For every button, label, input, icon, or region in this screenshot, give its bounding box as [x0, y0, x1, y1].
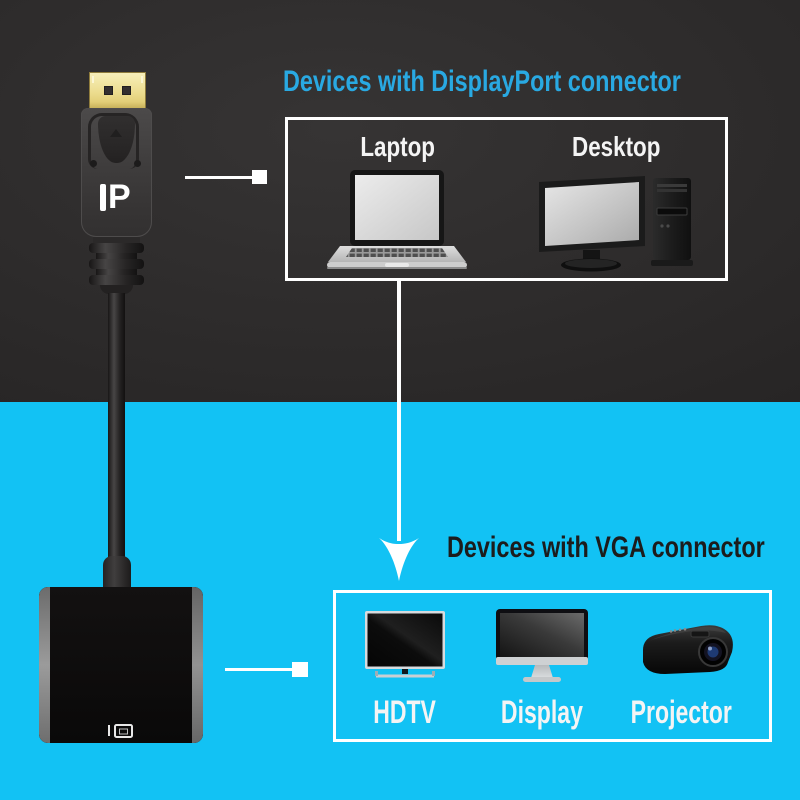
strain-relief-rib [89, 275, 144, 285]
strain-relief-rib [100, 285, 133, 294]
pointer-line-vga [225, 668, 292, 671]
down-arrow-icon [379, 538, 419, 581]
pointer-line-displayport [185, 176, 252, 179]
display-label: Display [500, 694, 583, 730]
displayport-devices-box: Laptop [285, 117, 728, 281]
latch-pin [134, 160, 141, 167]
laptop-icon [327, 170, 468, 269]
strain-relief-rib [89, 243, 144, 253]
device-laptop: Laptop [288, 120, 507, 278]
latch-wire [88, 113, 139, 169]
cable-wire [108, 293, 125, 559]
hdtv-icon [364, 611, 445, 678]
plug-notch [92, 76, 94, 83]
displayport-logo: P [100, 180, 136, 214]
plug-pin-hole [122, 86, 131, 95]
displayport-plug-body: P [81, 108, 152, 237]
desktop-icon [538, 176, 693, 272]
latch-arrow-marker [110, 129, 122, 137]
flow-connector-line [397, 280, 401, 541]
monitor-glyph-icon [108, 724, 133, 738]
strain-relief-rib [96, 253, 137, 259]
pointer-square-displayport [252, 170, 267, 184]
projector-icon [642, 625, 733, 674]
strain-relief-rib [96, 269, 137, 275]
display-icon [495, 609, 588, 682]
device-desktop: Desktop [507, 120, 726, 278]
cable-boot [103, 556, 131, 590]
latch-pin [90, 160, 97, 167]
hdtv-label: HDTV [373, 694, 436, 730]
displayport-plug-gold-tip [89, 72, 146, 110]
strain-relief-rib [89, 259, 144, 269]
vga-adapter-body [39, 587, 203, 743]
displayport-logo-letter: P [108, 177, 131, 216]
vga-adapter-edge [39, 587, 50, 743]
pointer-square-vga [292, 662, 308, 677]
strain-relief-rib [93, 237, 140, 243]
vga-adapter-face [50, 587, 192, 743]
displayport-section-title: Devices with DisplayPort connector [283, 65, 681, 98]
projector-label: Projector [630, 694, 732, 730]
plug-pin-hole [104, 86, 113, 95]
icon-slot [495, 601, 589, 689]
desktop-label: Desktop [571, 131, 660, 162]
icon-slot [364, 601, 446, 689]
displayport-logo-bar [100, 183, 106, 211]
laptop-label: Laptop [359, 131, 435, 162]
vga-adapter-edge [192, 587, 203, 743]
icon-slot [627, 601, 735, 689]
vga-section-title: Devices with VGA connector [447, 531, 765, 564]
device-projector: Projector [611, 593, 751, 739]
vga-devices-box: HDTV [333, 590, 772, 742]
device-hdtv: HDTV [336, 593, 473, 739]
plug-notch [141, 76, 143, 83]
device-display: Display [473, 593, 610, 739]
